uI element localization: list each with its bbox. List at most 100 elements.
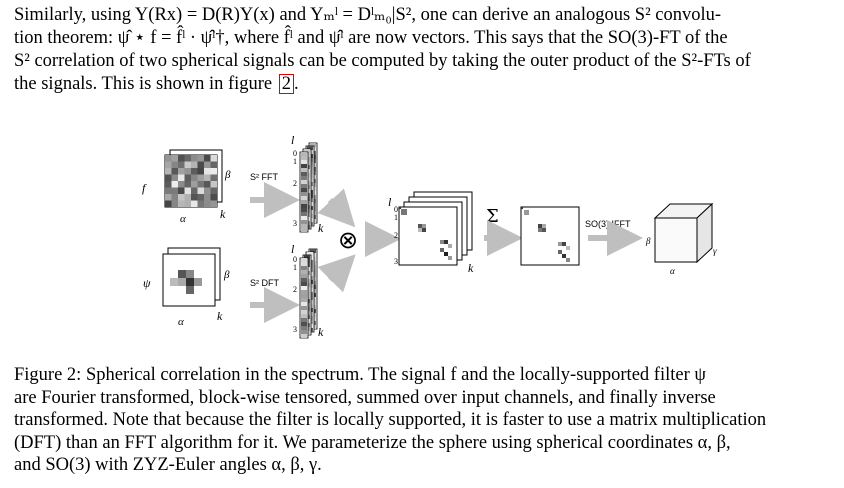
signal-f-pixel xyxy=(171,181,178,188)
spectrum-coefficient xyxy=(301,334,307,338)
signal-f-pixel xyxy=(171,168,178,175)
signal-f-pixel xyxy=(178,155,185,162)
spectrum-coefficient xyxy=(301,266,307,270)
paragraph-line-4-text: the signals. This is shown in figure xyxy=(14,74,273,94)
figure-caption: Figure 2: Spherical correlation in the s… xyxy=(14,364,832,477)
tensor-l-label: l xyxy=(388,195,392,209)
psi-spectrum-l-label: l xyxy=(291,242,295,256)
spectrum-coefficient xyxy=(310,143,316,147)
signal-f-pixel xyxy=(191,187,198,194)
signal-f-pixel xyxy=(184,181,191,188)
filter-psi-beta-label: β xyxy=(223,269,230,281)
caption-line-1: Figure 2: Spherical correlation in the s… xyxy=(14,365,706,385)
signal-f-pixel xyxy=(184,174,191,181)
spectrum-coefficient xyxy=(301,258,307,262)
spectrum-coefficient xyxy=(301,192,307,196)
signal-f-pixel xyxy=(191,155,198,162)
signal-f-pixel xyxy=(197,194,204,201)
signal-f-pixel xyxy=(165,161,172,168)
paragraph-line-1: Similarly, using Y(Rx) = D(R)Y(x) and Yₘ… xyxy=(14,5,722,25)
spectrum-coefficient xyxy=(301,262,307,266)
tensor-l-tick: 3 xyxy=(394,257,398,266)
spectrum-l-tick: 1 xyxy=(293,263,297,272)
spectrum-coefficient xyxy=(301,180,307,184)
signal-f-pixel xyxy=(165,174,172,181)
spectrum-coefficient xyxy=(301,318,307,322)
spectrum-coefficient xyxy=(301,278,307,282)
summed-block xyxy=(520,206,580,266)
signal-f-pixel xyxy=(204,155,211,162)
spectrum-coefficient xyxy=(301,196,307,200)
signal-f-pixel xyxy=(191,174,198,181)
paragraph-line-4: the signals. This is shown in figure 2. xyxy=(14,73,832,96)
spectrum-l-tick: 0 xyxy=(293,255,297,264)
tensor-product-symbol: ⊗ xyxy=(338,226,358,254)
signal-f-pixel xyxy=(171,200,178,207)
cube-gamma-label: γ xyxy=(713,246,717,256)
signal-f-pixel xyxy=(178,200,185,207)
tensor-l-tick: 0 xyxy=(394,205,398,214)
signal-f-pixel xyxy=(178,187,185,194)
spectrum-coefficient xyxy=(301,330,307,334)
signal-f-pixel xyxy=(178,168,185,175)
tensor-l-tick: 2 xyxy=(394,231,398,240)
tensor-k-label: k xyxy=(468,261,474,275)
signal-f-pixel xyxy=(171,174,178,181)
signal-f-pixel xyxy=(184,168,191,175)
paragraph-line-3: S² correlation of two spherical signals … xyxy=(14,51,751,71)
f-spectrum-l-label: l xyxy=(291,133,295,147)
signal-f-pixel xyxy=(197,200,204,207)
spectrum-coefficient xyxy=(301,212,307,216)
spectrum-l-tick: 2 xyxy=(293,285,297,294)
signal-f-pixel xyxy=(165,200,172,207)
f-spectrum-k-label: k xyxy=(318,221,324,235)
signal-f-pixel xyxy=(178,194,185,201)
signal-f-label: f xyxy=(142,181,147,195)
signal-f-pixel xyxy=(210,181,217,188)
spectrum-l-tick: 2 xyxy=(293,179,297,188)
spectrum-coefficient xyxy=(301,270,307,274)
signal-f-pixel xyxy=(178,181,185,188)
figure-reference-link[interactable]: 2 xyxy=(278,74,295,94)
signal-f-k-label: k xyxy=(220,207,226,221)
signal-f-pixel xyxy=(178,161,185,168)
signal-f-pixel xyxy=(165,194,172,201)
ifft-label: SO(3) IFFT xyxy=(585,219,631,229)
paragraph-line-4-end: . xyxy=(294,74,299,94)
signal-f-pixel xyxy=(197,155,204,162)
signal-f-pixel xyxy=(171,155,178,162)
filter-psi-channel-stack xyxy=(162,247,221,307)
caption-line-5: and SO(3) with ZYZ-Euler angles α, β, γ. xyxy=(14,455,322,475)
spectrum-coefficient xyxy=(301,326,307,330)
signal-f-alpha-label: α xyxy=(180,213,186,225)
spectrum-coefficient xyxy=(301,204,307,208)
signal-f-pixel xyxy=(204,174,211,181)
spectrum-coefficient xyxy=(301,220,307,224)
signal-f-pixel xyxy=(204,161,211,168)
spectrum-coefficient xyxy=(301,290,307,294)
cube-beta-label: β xyxy=(645,236,651,246)
signal-f-pixel xyxy=(204,194,211,201)
spectrum-coefficient xyxy=(301,322,307,326)
filter-psi-grid xyxy=(162,253,216,307)
signal-f-pixel xyxy=(184,155,191,162)
signal-f-pixel xyxy=(191,168,198,175)
signal-f-pixel xyxy=(165,168,172,175)
spectrum-coefficient xyxy=(301,152,307,156)
signal-f-pixel xyxy=(204,200,211,207)
signal-f-pixel xyxy=(165,181,172,188)
signal-f-channel-stack xyxy=(164,149,223,208)
signal-f-pixel xyxy=(197,187,204,194)
signal-f-pixel xyxy=(191,200,198,207)
signal-f-pixel xyxy=(197,174,204,181)
spectrum-l-tick: 3 xyxy=(293,219,297,228)
spectrum-coefficient xyxy=(301,302,307,306)
sum-symbol: Σ xyxy=(486,206,499,227)
spectrum-coefficient xyxy=(301,156,307,160)
spectrum-l-tick: 0 xyxy=(293,149,297,158)
signal-f-pixel xyxy=(191,161,198,168)
